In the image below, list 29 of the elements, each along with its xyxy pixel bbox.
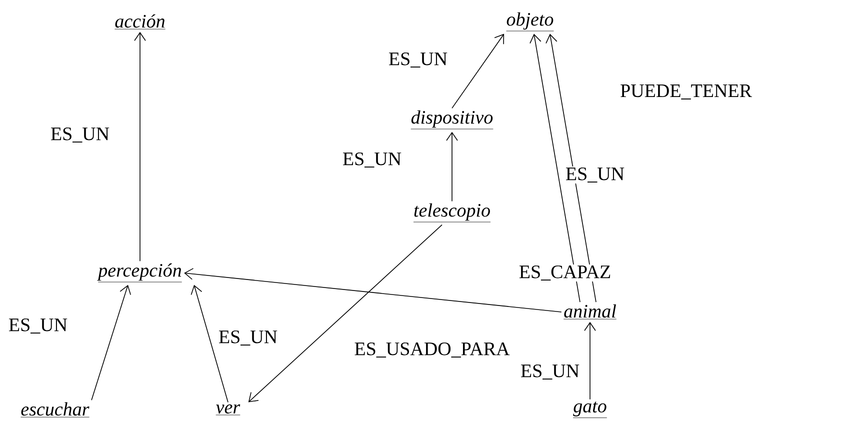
edge-label: ES_UN bbox=[387, 51, 449, 69]
edge-label: ES_CAPAZ bbox=[518, 264, 612, 282]
concept-label: telescopio bbox=[413, 203, 491, 222]
edge-label: ES_UN bbox=[341, 152, 403, 169]
concept-label: acción bbox=[114, 14, 166, 30]
edge-label: ES_UN bbox=[217, 330, 279, 347]
concept-label: dispositivo bbox=[410, 110, 494, 130]
arrow bbox=[134, 32, 146, 262]
arrow bbox=[452, 34, 504, 109]
arrow bbox=[91, 284, 132, 400]
edge-label: ES_UN bbox=[564, 166, 626, 184]
arrow bbox=[530, 34, 580, 303]
arrow bbox=[584, 322, 596, 400]
edge-label: ES_UN bbox=[7, 318, 69, 335]
arrow bbox=[190, 284, 228, 403]
concept-label: ver bbox=[216, 404, 240, 416]
edge-label: PUEDE_TENER bbox=[619, 84, 753, 100]
concept-label: animal bbox=[563, 304, 617, 320]
concept-label: escuchar bbox=[20, 402, 90, 418]
concept-label: gato bbox=[572, 402, 608, 418]
arrow bbox=[184, 268, 562, 312]
arrow bbox=[546, 34, 596, 303]
arrow bbox=[446, 132, 458, 202]
edge-label: ES_USADO_PARA bbox=[353, 342, 511, 359]
concept-label: percepción bbox=[97, 263, 182, 282]
arrow bbox=[248, 224, 442, 402]
edge-label: ES_UN bbox=[49, 126, 111, 144]
edge-label: ES_UN bbox=[519, 364, 581, 381]
concept-label: objeto bbox=[506, 12, 554, 32]
